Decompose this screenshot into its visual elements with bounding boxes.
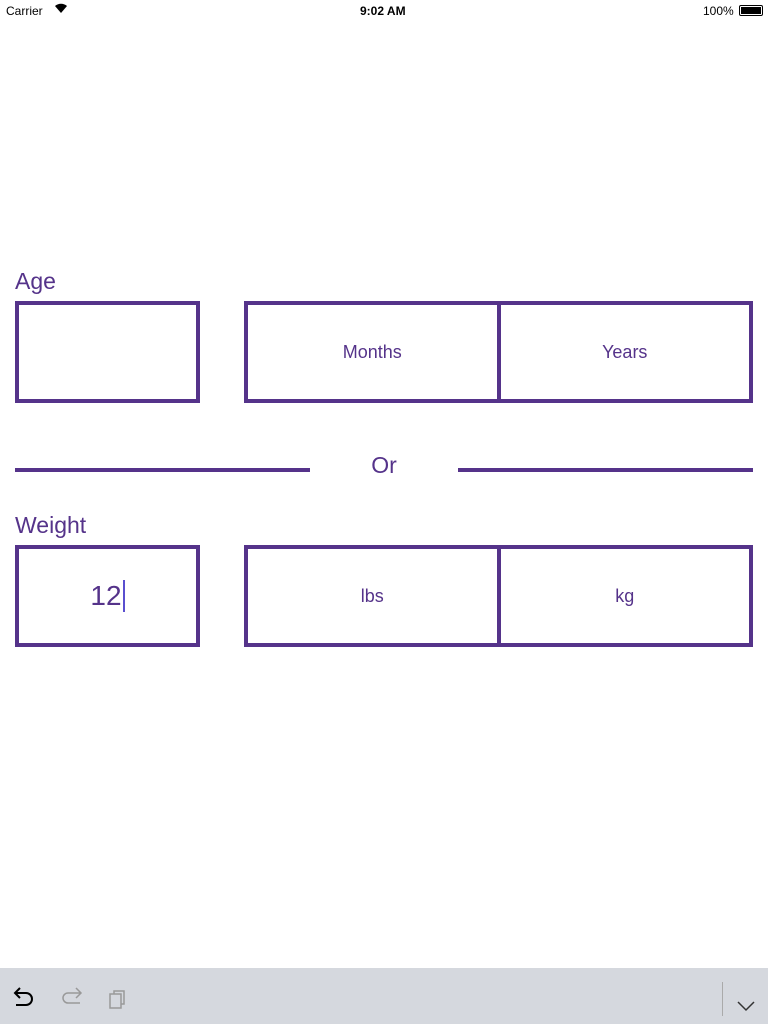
status-bar: Carrier 9:02 AM 100% — [0, 0, 768, 20]
paste-icon[interactable] — [107, 988, 129, 1016]
segment-kg[interactable]: kg — [496, 549, 750, 643]
clock: 9:02 AM — [360, 4, 406, 18]
segment-years[interactable]: Years — [496, 305, 750, 399]
carrier: Carrier — [6, 4, 43, 18]
keyboard-shortcut-bar — [0, 968, 768, 1024]
segment-months[interactable]: Months — [342, 341, 402, 362]
battery-percent: 100% — [703, 4, 734, 18]
separator — [722, 982, 723, 1016]
divider-left — [15, 468, 310, 472]
age-input[interactable] — [15, 301, 200, 403]
weight-value: 12 — [90, 580, 122, 611]
text-caret — [122, 580, 125, 612]
divider-right — [458, 468, 753, 472]
age-unit-segmented-control[interactable]: Months Years — [244, 301, 753, 403]
weight-label: Weight — [15, 512, 87, 538]
wifi-icon — [54, 2, 68, 17]
weight-unit-segmented-control[interactable]: lbs kg — [244, 545, 753, 647]
battery-icon — [739, 5, 763, 16]
weight-input[interactable]: 12 — [15, 545, 200, 647]
or-text: Or — [371, 452, 397, 478]
undo-icon[interactable] — [12, 986, 36, 1014]
segment-lbs[interactable]: lbs — [360, 585, 384, 606]
age-label: Age — [15, 268, 56, 294]
redo-icon[interactable] — [60, 986, 84, 1014]
dismiss-keyboard-icon[interactable] — [736, 992, 756, 1018]
